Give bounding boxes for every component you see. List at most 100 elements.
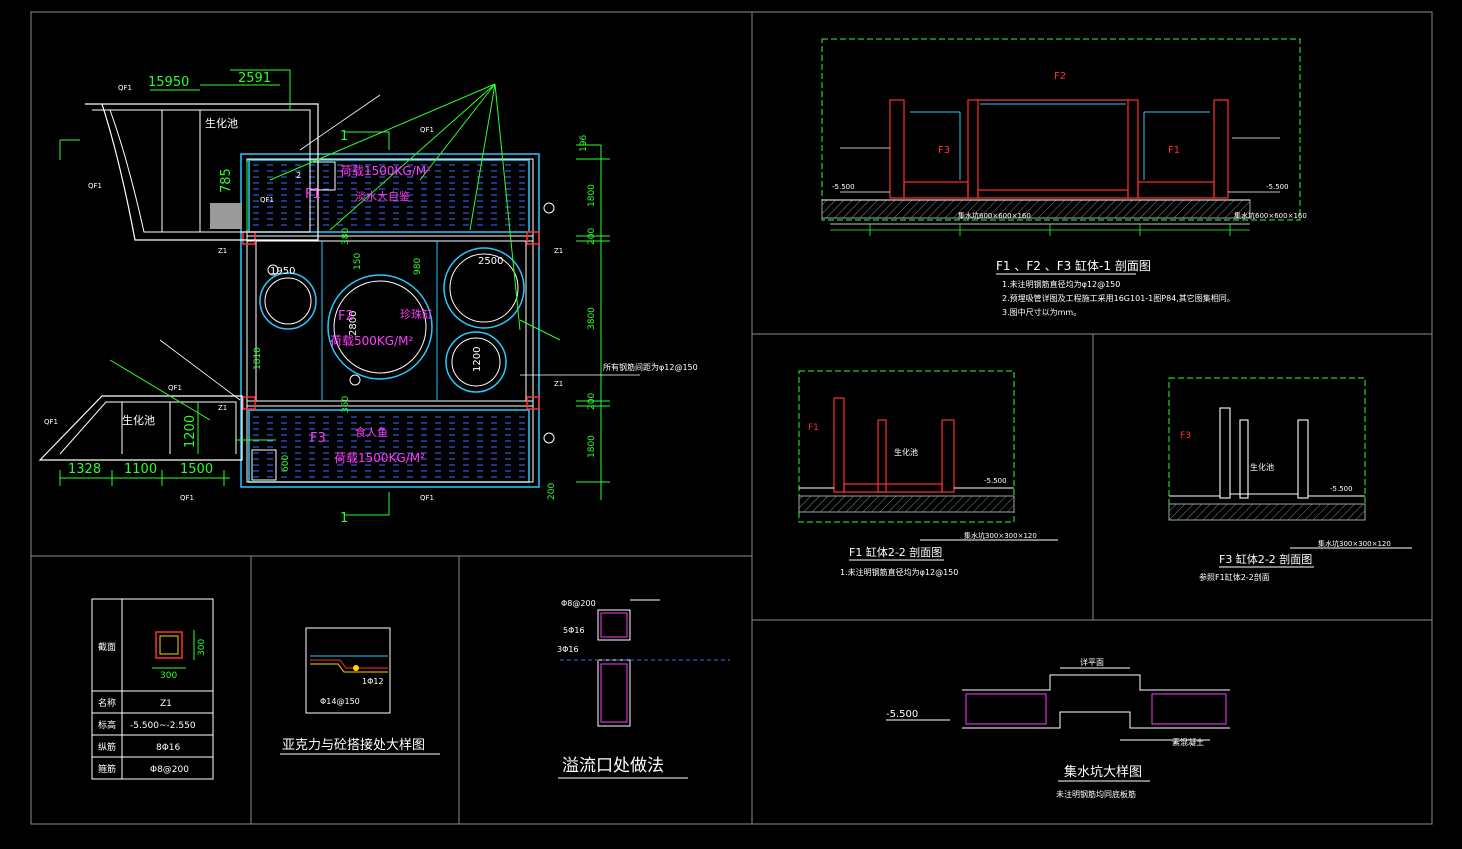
table-val-elev: -5.500~-2.550 <box>130 721 196 731</box>
section-1-pit-left: 集水坑600×600×160 <box>958 211 1031 220</box>
section-1-f3: F3 <box>938 145 950 156</box>
dim-right-1800-bottom: 1800 <box>587 435 597 458</box>
table-val-name: Z1 <box>160 699 172 709</box>
z1-label-c: Z1 <box>218 404 227 412</box>
overflow-title: 溢流口处做法 <box>562 756 664 776</box>
table-val-stirrup: Φ8@200 <box>150 765 189 775</box>
section-1-note-3: 3.图中尺寸以为mm。 <box>1002 307 1081 317</box>
table-dim-w: 300 <box>160 671 177 681</box>
table-key-name: 名称 <box>98 697 116 709</box>
qf1-label-a: QF1 <box>118 84 132 92</box>
z1-label-d: Z1 <box>554 380 563 388</box>
section-1-elev-right: -5.500 <box>1266 183 1289 191</box>
dim-top-15950: 15950 <box>148 75 189 90</box>
section-2-elev: -5.500 <box>984 477 1007 485</box>
sump-note: 未注明钢筋均同底板筋 <box>1056 789 1136 799</box>
overflow-label-stirrup: Φ8@200 <box>561 599 596 608</box>
drawing-frames <box>30 11 1433 825</box>
section-3-note: 参照F1缸体2-2剖面 <box>1199 572 1270 582</box>
acrylic-label-mesh: Φ14@150 <box>320 697 360 706</box>
section-2-drawing: F1 生化池 -5.500 集水坑300×300×120 F1 缸体2-2 剖面… <box>798 370 1058 577</box>
f2-tag: F2 <box>338 309 354 324</box>
section-1-note-2: 2.预埋吸管详图及工程施工采用16G101-1图P84,其它图集相同。 <box>1002 293 1235 303</box>
rebar-note: 所有钢筋间距为φ12@150 <box>603 362 698 372</box>
bio-pool-bottom-label: 生化池 <box>122 413 155 427</box>
overflow-detail: Φ8@200 5Φ16 3Φ16 溢流口处做法 <box>557 599 730 779</box>
dim-1328: 1328 <box>68 462 101 477</box>
section-1-drawing: F2 F3 F1 -5.500 -5.500 集水坑600×600×160 集水… <box>821 38 1307 317</box>
sump-bottom-label: 素混凝土 <box>1172 737 1204 747</box>
dim-right-3800: 3800 <box>587 307 597 330</box>
section-2-title: F1 缸体2-2 剖面图 <box>849 545 942 559</box>
acrylic-title: 亚克力与砼搭接处大样图 <box>282 737 425 753</box>
table-dim-h: 300 <box>197 639 207 656</box>
acrylic-detail: 1Φ12 Φ14@150 亚克力与砼搭接处大样图 <box>280 627 440 755</box>
section-1-elev-left: -5.500 <box>832 183 855 191</box>
section-2-pit: 集水坑300×300×120 <box>964 531 1037 540</box>
table-key-elev: 标高 <box>98 719 116 731</box>
section-3-bio: 生化池 <box>1250 462 1274 472</box>
dim-1200: 1200 <box>183 415 198 448</box>
table-key-stirrup: 箍筋 <box>98 763 116 775</box>
section-1-f1: F1 <box>1168 145 1180 156</box>
grid-mark-1-bottom: 1 <box>340 511 348 526</box>
bio-pool-top-label: 生化池 <box>205 116 238 130</box>
section-1-note-1: 1.未注明钢筋直径均为φ12@150 <box>1002 279 1120 289</box>
f2-name: 珍珠缸 <box>400 307 433 321</box>
f3-tag: F3 <box>310 431 326 446</box>
sump-title: 集水坑大样图 <box>1064 764 1142 780</box>
overflow-label-5: 5Φ16 <box>563 626 585 635</box>
dim-1810: 1810 <box>253 347 263 370</box>
section-3-pit: 集水坑300×300×120 <box>1318 539 1391 548</box>
section-2-note: 1.未注明钢筋直径均为φ12@150 <box>840 567 958 577</box>
f1-load: 荷载1500KG/M² <box>340 164 431 178</box>
circle-dim-1200: 1200 <box>472 347 483 372</box>
qf1-label-g: QF1 <box>420 494 434 502</box>
table-val-long: 8Φ16 <box>156 743 181 753</box>
dim-mid-150: 150 <box>353 253 363 270</box>
qf1-label-f: QF1 <box>44 418 58 426</box>
qf1-label-h: QF1 <box>180 494 194 502</box>
overflow-label-3: 3Φ16 <box>557 645 579 654</box>
section-3-f3: F3 <box>1180 431 1191 441</box>
table-key-section: 截面 <box>98 641 116 653</box>
section-3-drawing: F3 生化池 -5.500 集水坑300×300×120 F3 缸体2-2 剖面… <box>1168 377 1412 582</box>
circle-dim-1950: 1950 <box>270 266 295 277</box>
dim-1500: 1500 <box>180 462 213 477</box>
dim-785: 785 <box>219 168 234 193</box>
grid-mark-1-top: 1 <box>340 129 348 144</box>
f1-tag: F1 <box>305 187 321 202</box>
sump-top-label: 详平面 <box>1080 657 1104 667</box>
dim-600: 600 <box>281 455 291 472</box>
z1-label-a: Z1 <box>218 247 227 255</box>
dim-right-200-b: 200 <box>587 393 597 410</box>
circle-dim-2800: 2800 <box>348 311 359 336</box>
dim-mid-980: 980 <box>413 258 423 275</box>
qf1-label-d: QF1 <box>260 196 274 204</box>
section-2-bio: 生化池 <box>894 447 918 457</box>
section-2-f1: F1 <box>808 423 819 433</box>
plan-view: 15950 2591 785 1328 1100 1500 1200 1 1 1… <box>38 69 698 526</box>
acrylic-label-rebar: 1Φ12 <box>362 677 384 686</box>
dim-right-1800-top: 1800 <box>587 184 597 207</box>
sump-elev: -5.500 <box>886 709 918 720</box>
f3-load: 荷载1500KG/M² <box>334 451 425 465</box>
dim-right-196: 196 <box>579 135 589 152</box>
section-3-title: F3 缸体2-2 剖面图 <box>1219 552 1312 566</box>
section-1-title: F1 、F2 、F3 缸体-1 剖面图 <box>996 258 1151 273</box>
section-1-pit-right: 集水坑600×600×160 <box>1234 211 1307 220</box>
qf1-label-e: QF1 <box>168 384 182 392</box>
dim-top-2591: 2591 <box>238 71 271 86</box>
column-table: 截面 名称 Z1 标高 -5.500~-2.550 纵筋 8Φ16 箍筋 Φ8@… <box>91 598 214 780</box>
qf1-label-b: QF1 <box>420 126 434 134</box>
f2-load: 荷载500KG/M² <box>330 334 413 348</box>
z1-label-b: Z1 <box>554 247 563 255</box>
section-3-elev: -5.500 <box>1330 485 1353 493</box>
dim-mid-380: 380 <box>341 228 351 245</box>
sump-detail: -5.500 详平面 素混凝土 集水坑大样图 未注明钢筋均同底板筋 <box>886 657 1230 799</box>
grid-mark-2: 2 <box>296 171 301 180</box>
f3-name: 食人鱼 <box>355 425 388 439</box>
dim-mid-350: 350 <box>341 396 351 413</box>
f1-name: 淡水大自鉴 <box>355 189 410 203</box>
